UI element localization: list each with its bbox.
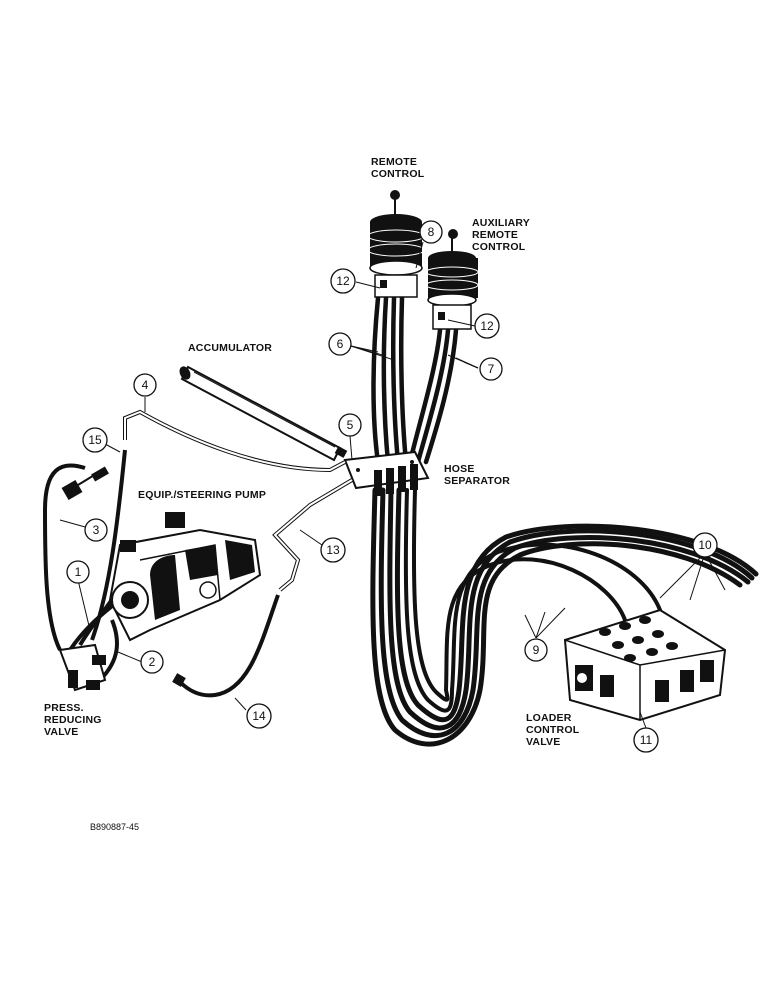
callout-4: 4 [133, 373, 157, 397]
callout-2: 2 [140, 650, 164, 674]
loader-control-valve [563, 608, 727, 722]
svg-text:4: 4 [142, 378, 149, 392]
equip-steering-pump-label: EQUIP./STEERING PUMP [138, 489, 267, 501]
callouts: 1 2 3 4 5 6 7 8 9 10 11 12 12 13 14 15 [66, 220, 718, 753]
svg-text:12: 12 [480, 319, 494, 333]
callout-11: 11 [633, 727, 659, 753]
callout-5: 5 [338, 413, 362, 437]
hose-14 [178, 594, 280, 698]
callout-14: 14 [246, 703, 272, 729]
svg-text:8: 8 [428, 225, 435, 239]
svg-text:12: 12 [336, 274, 350, 288]
remote-hoses [371, 295, 459, 465]
callout-9: 9 [524, 638, 548, 662]
svg-text:15: 15 [88, 433, 102, 447]
svg-text:7: 7 [488, 362, 495, 376]
svg-text:2: 2 [149, 655, 156, 669]
press-reducing-valve-label: PRESS. REDUCING VALVE [44, 702, 102, 738]
press-reducing-valve [58, 643, 107, 692]
auxiliary-remote-control [425, 229, 479, 330]
svg-text:9: 9 [533, 643, 540, 657]
sensor [61, 466, 109, 501]
callout-15: 15 [82, 427, 108, 453]
svg-text:3: 3 [93, 523, 100, 537]
svg-text:11: 11 [640, 733, 653, 747]
figure-code: B890887-45 [90, 822, 140, 832]
accumulator [179, 365, 348, 462]
svg-text:10: 10 [698, 538, 712, 552]
leader-lines [59, 241, 726, 729]
callout-8: 8 [419, 220, 443, 244]
svg-text:14: 14 [252, 709, 266, 723]
equip-steering-pump [108, 512, 262, 642]
callout-12-auxiliary: 12 [474, 313, 500, 339]
hose-separator-label: HOSE SEPARATOR [444, 463, 510, 487]
svg-text:1: 1 [75, 565, 82, 579]
callout-10: 10 [692, 532, 718, 558]
callout-13: 13 [320, 537, 346, 563]
auxiliary-remote-control-label: AUXILIARY REMOTE CONTROL [472, 217, 530, 253]
svg-text:6: 6 [337, 337, 344, 351]
callout-1: 1 [66, 560, 90, 584]
svg-text:13: 13 [326, 543, 340, 557]
tubes [123, 409, 354, 592]
remote-control [367, 190, 425, 298]
loader-control-valve-label: LOADER CONTROL VALVE [526, 712, 580, 748]
callout-7: 7 [479, 357, 503, 381]
accumulator-label: ACCUMULATOR [188, 342, 273, 354]
hose-separator [343, 450, 430, 496]
remote-control-label: REMOTE CONTROL [371, 156, 425, 180]
callout-6: 6 [328, 332, 352, 356]
callout-12-remote: 12 [330, 268, 356, 294]
svg-text:5: 5 [347, 418, 354, 432]
callout-3: 3 [84, 518, 108, 542]
main-hose-bundle [370, 487, 759, 747]
